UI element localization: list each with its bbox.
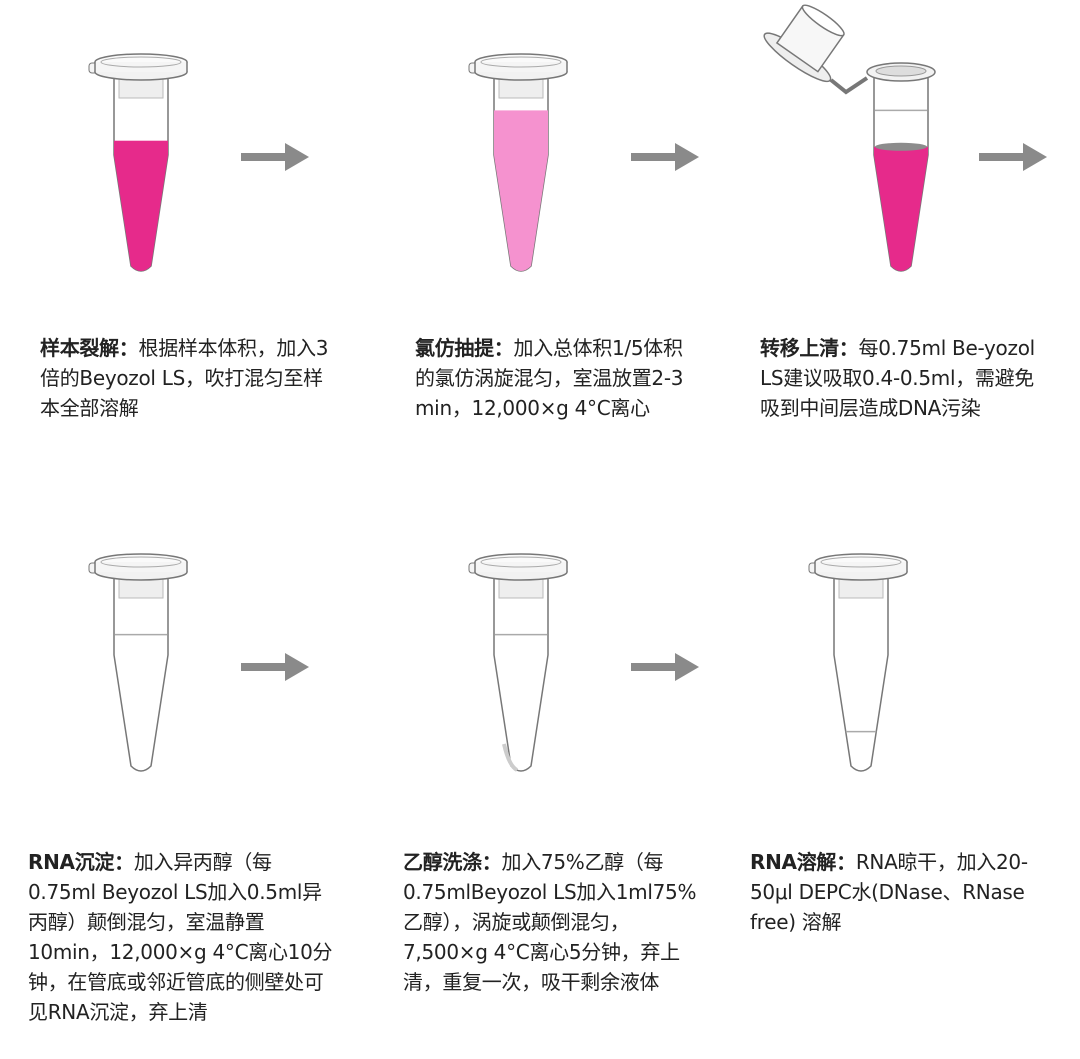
rna-pellet	[502, 743, 519, 772]
arrow-head	[285, 143, 309, 171]
liquid	[114, 140, 168, 271]
step-description: 每0.75ml Be-yozol LS建议吸取0.4-0.5ml，需避免吸到中间…	[760, 336, 1035, 420]
arrow-shaft	[241, 663, 289, 671]
step-title: RNA沉淀：	[28, 850, 134, 874]
cap-plug	[498, 577, 544, 599]
arrow-right-icon	[631, 653, 699, 681]
arrow-right-icon	[631, 143, 699, 171]
arrow-head	[675, 143, 699, 171]
step-description: 加入异丙醇（每0.75ml Beyozol LS加入0.5ml异丙醇）颠倒混匀，…	[28, 850, 333, 1024]
arrow-shaft	[631, 663, 679, 671]
tube-body	[493, 569, 549, 772]
step-5-text: 乙醇洗涤：加入75%乙醇（每0.75mlBeyozol LS加入1ml75%乙醇…	[403, 847, 703, 997]
cap-plug	[118, 77, 164, 99]
step-1-text: 样本裂解：根据样本体积，加入3倍的Beyozol LS，吹打混匀至样本全部溶解	[40, 333, 340, 423]
tube-4	[88, 553, 188, 772]
tube-2	[468, 53, 568, 272]
arrow-head	[1023, 143, 1047, 171]
phase-surface	[875, 142, 927, 151]
step-description: 加入75%乙醇（每0.75mlBeyozol LS加入1ml75%乙醇），涡旋或…	[403, 850, 697, 994]
step-3-text: 转移上清：每0.75ml Be-yozol LS建议吸取0.4-0.5ml，需避…	[760, 333, 1040, 423]
liquid	[874, 146, 928, 271]
step-title: 样本裂解：	[40, 336, 139, 360]
step-2-text: 氯仿抽提：加入总体积1/5体积的氯仿涡旋混匀，室温放置2-3 min，12,00…	[415, 333, 700, 423]
step-4-text: RNA沉淀：加入异丙醇（每0.75ml Beyozol LS加入0.5ml异丙醇…	[28, 847, 333, 1027]
step-6-text: RNA溶解：RNA晾干，加入20-50μl DEPC水(DNase、RNase …	[750, 847, 1035, 937]
cap-groove	[820, 556, 902, 568]
tube-opening	[875, 65, 927, 77]
arrow-right-icon	[979, 143, 1047, 171]
arrow-right-icon	[241, 143, 309, 171]
tube-5	[468, 553, 568, 772]
lid-plug-top	[801, 4, 845, 37]
tube-3	[763, 4, 936, 272]
arrow-shaft	[631, 153, 679, 161]
step-description: RNA晾干，加入20-50μl DEPC水(DNase、RNase free) …	[750, 850, 1028, 934]
step-title: RNA溶解：	[750, 850, 856, 874]
cap-plug	[838, 577, 884, 599]
arrow-right-icon	[241, 653, 309, 681]
cap-plug	[498, 77, 544, 99]
liquid	[494, 110, 548, 271]
arrow-head	[285, 653, 309, 681]
tube-6	[808, 553, 908, 772]
step-title: 氯仿抽提：	[415, 336, 514, 360]
cap-hinge	[829, 76, 869, 95]
arrow-shaft	[241, 153, 289, 161]
step-title: 乙醇洗涤：	[403, 850, 502, 874]
cap-groove	[480, 556, 562, 568]
cap-groove	[480, 56, 562, 68]
tube-1	[88, 53, 188, 272]
step-description: 加入总体积1/5体积的氯仿涡旋混匀，室温放置2-3 min，12,000×g 4…	[415, 336, 684, 420]
step-title: 转移上清：	[760, 336, 859, 360]
arrow-head	[675, 653, 699, 681]
open-lid	[763, 4, 845, 83]
step-description: 根据样本体积，加入3倍的Beyozol LS，吹打混匀至样本全部溶解	[40, 336, 329, 420]
cap-groove	[100, 56, 182, 68]
tube-body	[833, 569, 889, 772]
tube-body	[113, 569, 169, 772]
cap-groove	[100, 556, 182, 568]
cap-plug	[118, 577, 164, 599]
arrow-shaft	[979, 153, 1027, 161]
